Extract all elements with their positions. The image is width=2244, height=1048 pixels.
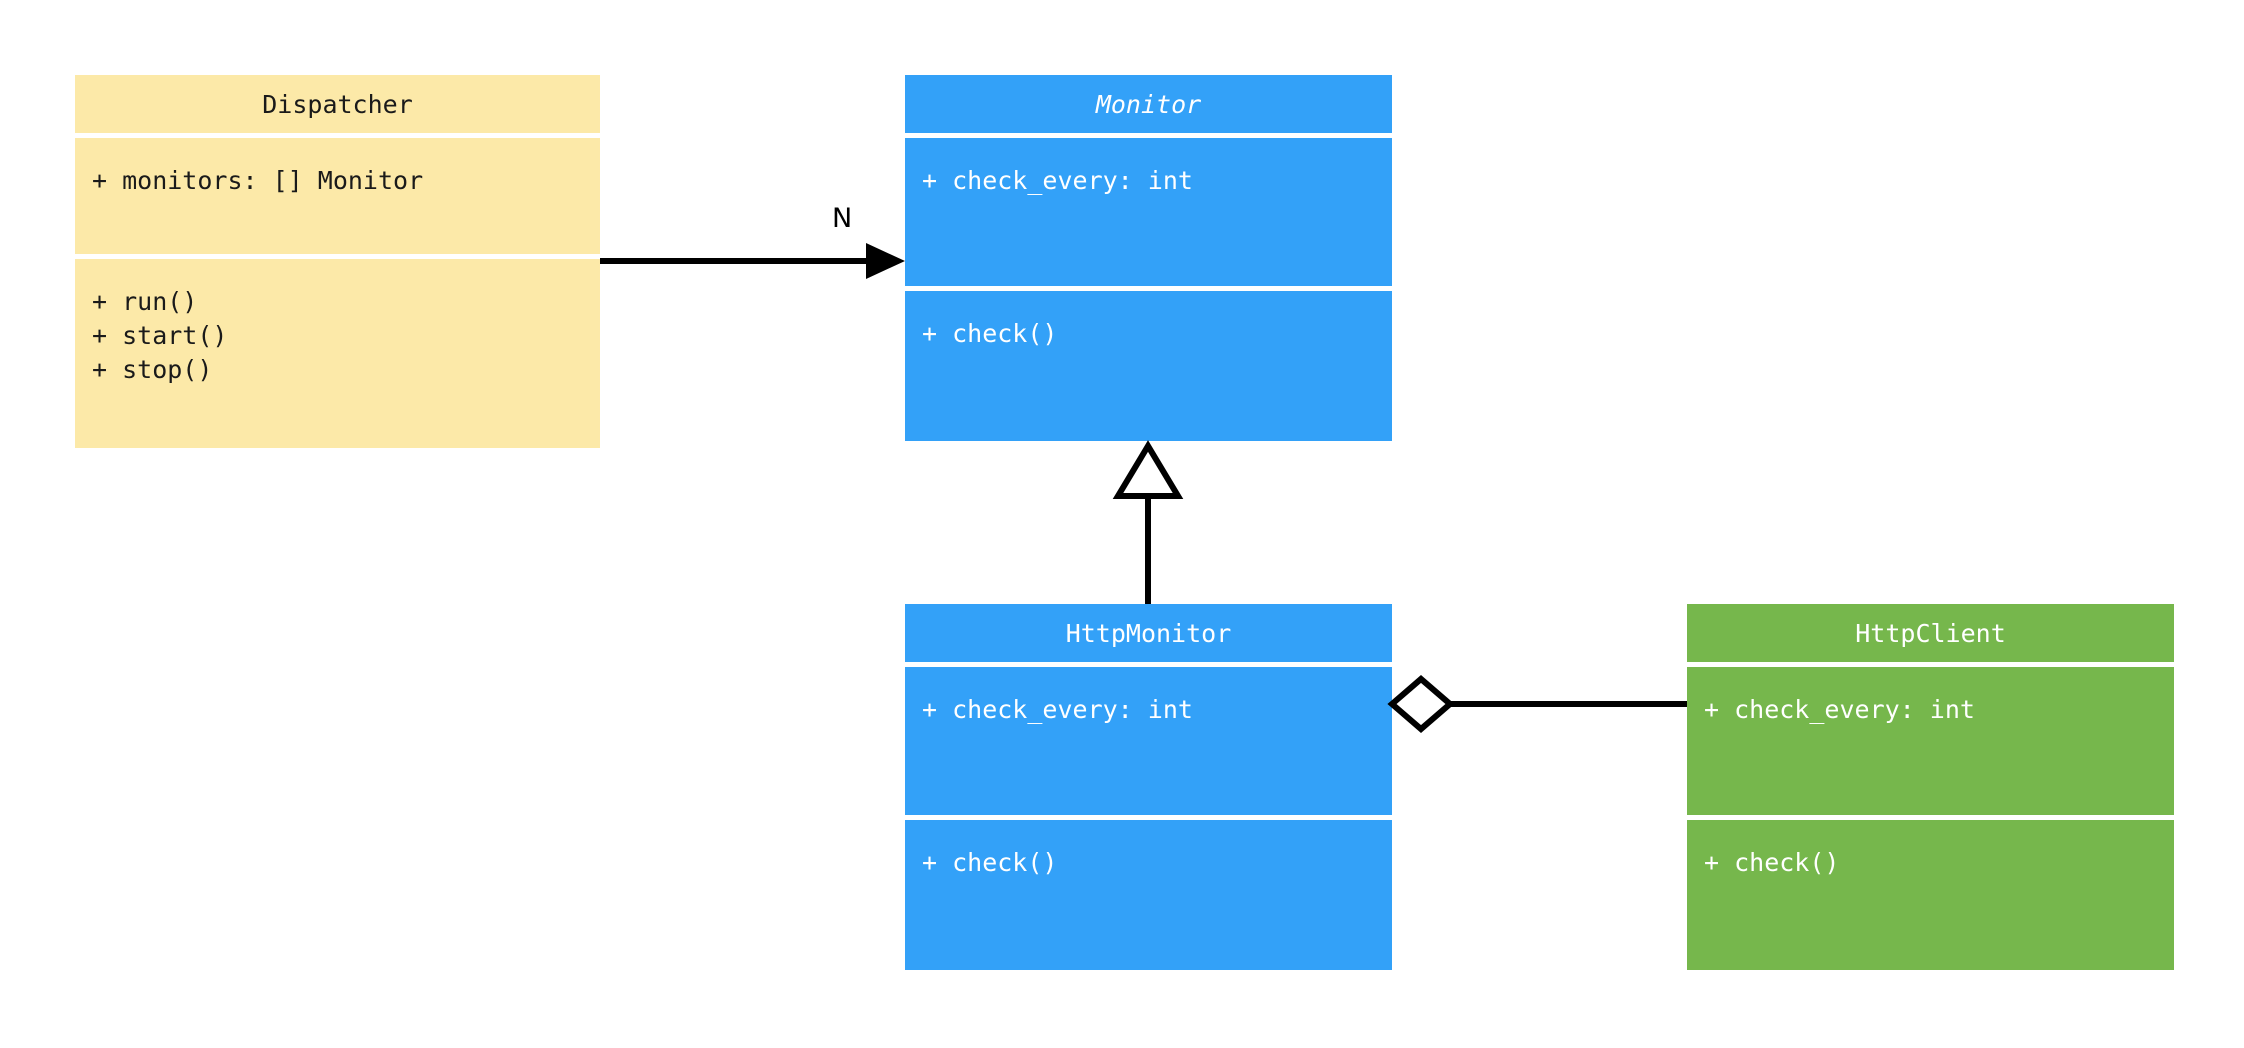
class-attributes-http-monitor: + check_every: int <box>922 695 1193 724</box>
class-methods-compartment-http-monitor: + check() <box>905 820 1392 970</box>
hollow-diamond-icon <box>1387 675 1455 733</box>
class-attributes-compartment-dispatcher: + monitors: [] Monitor <box>75 138 600 254</box>
relationship-dispatcher-monitor[interactable] <box>600 243 905 279</box>
class-name-monitor: Monitor <box>1095 89 1202 119</box>
class-methods-compartment-http-client: + check() <box>1687 820 2174 970</box>
class-methods-monitor: + check() <box>922 319 1058 348</box>
class-name-http-monitor: HttpMonitor <box>1065 618 1232 648</box>
class-attributes-compartment-http-client: + check_every: int <box>1687 667 2174 815</box>
class-title-compartment-dispatcher: Dispatcher <box>75 75 600 133</box>
class-methods-dispatcher: + run() + start() + stop() <box>92 287 228 384</box>
class-attributes-monitor: + check_every: int <box>922 166 1193 195</box>
class-attributes-compartment-http-monitor: + check_every: int <box>905 667 1392 815</box>
class-attributes-compartment-monitor: + check_every: int <box>905 138 1392 286</box>
class-attributes-http-client: + check_every: int <box>1704 695 1975 724</box>
filled-arrowhead-icon <box>866 243 905 279</box>
class-name-http-client: HttpClient <box>1855 618 2006 648</box>
class-box-http-monitor[interactable]: HttpMonitor + check_every: int + check() <box>905 604 1392 975</box>
relationship-httpmonitor-monitor[interactable] <box>1112 440 1184 604</box>
class-title-compartment-monitor: Monitor <box>905 75 1392 133</box>
multiplicity-label-dispatcher-monitor: N <box>832 203 853 234</box>
class-title-compartment-http-monitor: HttpMonitor <box>905 604 1392 662</box>
class-methods-http-client: + check() <box>1704 848 1840 877</box>
class-box-dispatcher[interactable]: Dispatcher + monitors: [] Monitor + run(… <box>75 75 600 448</box>
class-title-compartment-http-client: HttpClient <box>1687 604 2174 662</box>
class-box-http-client[interactable]: HttpClient + check_every: int + check() <box>1687 604 2174 975</box>
class-methods-compartment-dispatcher: + run() + start() + stop() <box>75 259 600 448</box>
class-methods-compartment-monitor: + check() <box>905 291 1392 441</box>
class-methods-http-monitor: + check() <box>922 848 1058 877</box>
class-attributes-dispatcher: + monitors: [] Monitor <box>92 166 424 195</box>
relationship-httpmonitor-httpclient[interactable] <box>1387 675 1687 733</box>
class-name-dispatcher: Dispatcher <box>262 89 413 119</box>
hollow-triangle-arrowhead-icon <box>1112 440 1184 499</box>
class-box-monitor[interactable]: Monitor + check_every: int + check() <box>905 75 1392 446</box>
